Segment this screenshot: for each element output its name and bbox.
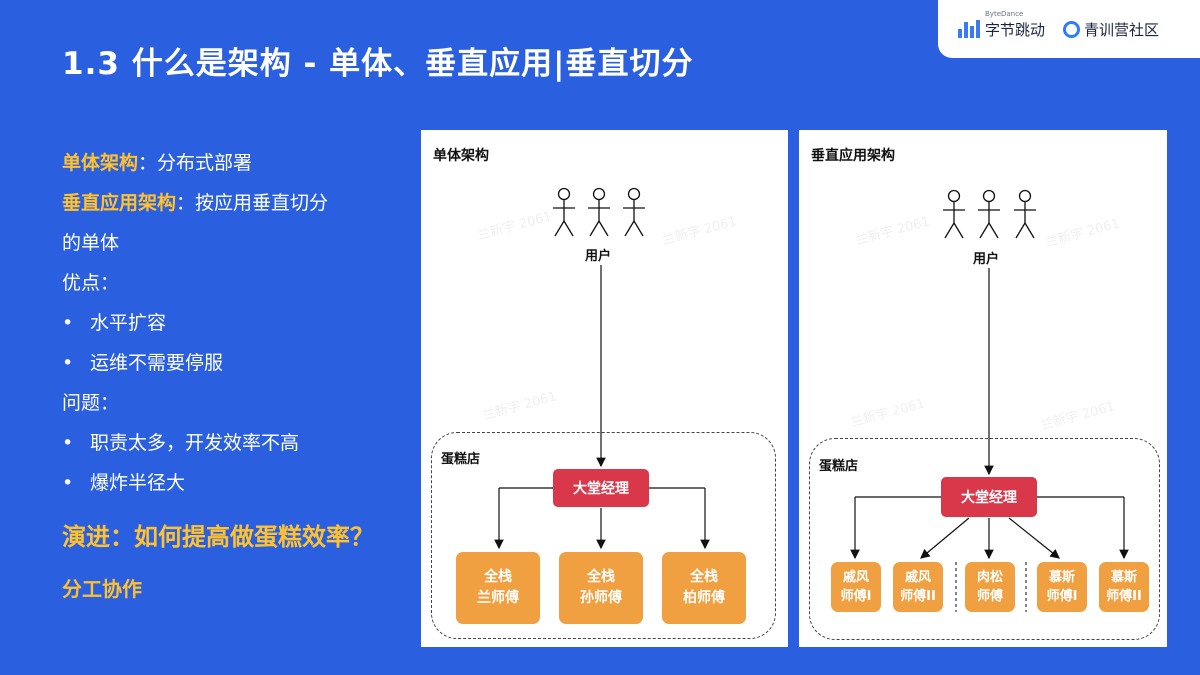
chef-box: 全栈柏师傅 xyxy=(662,552,746,624)
chef-box: 肉松师傅 xyxy=(965,562,1015,612)
vertical-definition: 垂直应用架构：按应用垂直切分 xyxy=(62,183,412,223)
pro-text: 运维不需要停服 xyxy=(90,352,224,374)
division-of-labor: 分工协作 xyxy=(62,577,142,601)
chef-box: 全栈兰师傅 xyxy=(456,552,540,624)
vertical-app-diagram: 垂直应用架构 用户 蛋糕店 大堂经理 戚风师傅I 戚风师傅II 肉松师傅 慕斯师… xyxy=(799,130,1167,647)
mono-definition: 单体架构：分布式部署 xyxy=(62,143,412,183)
mono-text: ：分布式部署 xyxy=(138,152,253,174)
chef-name: 柏师傅 xyxy=(683,590,725,606)
vertical-definition-cont: 的单体 xyxy=(62,232,120,254)
con-text: 职责太多，开发效率不高 xyxy=(90,432,300,454)
group-separators xyxy=(955,562,1027,612)
brand-name-text: 字节跳动 xyxy=(985,20,1046,39)
pro-item: • 水平扩容 xyxy=(62,303,412,343)
cons-heading: 问题： xyxy=(62,392,120,414)
slide-title: 1.3 什么是架构 - 单体、垂直应用|垂直切分 xyxy=(62,46,694,82)
chef-name: 孙师傅 xyxy=(580,590,622,606)
user-stick-figures-icon xyxy=(943,189,1036,239)
chef-role: 戚风 xyxy=(904,570,931,585)
pro-item: • 运维不需要停服 xyxy=(62,343,412,383)
con-text: 爆炸半径大 xyxy=(90,472,186,494)
chef-role: 全栈 xyxy=(587,569,615,585)
vertical-connectors xyxy=(850,189,1129,612)
con-item: • 爆炸半径大 xyxy=(62,463,412,503)
cake-shop-boundary xyxy=(809,438,1160,640)
brand-logo-bar: ByteDance 字节跳动 青训营社区 xyxy=(938,0,1200,58)
lobby-manager-box: 大堂经理 xyxy=(941,477,1037,517)
pro-text: 水平扩容 xyxy=(90,312,167,334)
lobby-manager-box: 大堂经理 xyxy=(553,469,649,507)
cake-shop-label: 蛋糕店 xyxy=(441,452,481,467)
chef-role: 慕斯 xyxy=(1110,570,1137,585)
chef-name: 师傅I xyxy=(840,589,872,604)
con-item: • 职责太多，开发效率不高 xyxy=(62,423,412,463)
user-stick-figures-icon xyxy=(553,187,645,237)
bullet-icon: • xyxy=(62,432,74,454)
chef-name: 师傅II xyxy=(1106,589,1142,604)
community-logo-icon xyxy=(1063,20,1081,38)
chef-name: 师傅 xyxy=(976,589,1003,604)
bullet-icon: • xyxy=(62,352,74,374)
left-text-panel: 单体架构：分布式部署 垂直应用架构：按应用垂直切分 的单体 优点： •水平扩容 … xyxy=(62,143,412,602)
chef-role: 全栈 xyxy=(690,569,718,585)
evolve-question: 演进：如何提高做蛋糕效率？ xyxy=(62,523,374,551)
chef-role: 肉松 xyxy=(976,570,1003,585)
pros-heading: 优点： xyxy=(62,272,120,294)
chef-box: 戚风师傅I xyxy=(831,562,881,612)
chef-name: 师傅I xyxy=(1046,589,1078,604)
vertical-text: ：按应用垂直切分 xyxy=(176,192,329,214)
mono-label: 单体架构 xyxy=(62,152,139,174)
brand-name: ByteDance 字节跳动 xyxy=(985,10,1046,40)
bullet-icon: • xyxy=(62,312,74,334)
chef-role: 全栈 xyxy=(484,569,512,585)
monolithic-connectors xyxy=(494,187,710,550)
cake-shop-label: 蛋糕店 xyxy=(819,459,859,474)
chef-name: 师傅II xyxy=(900,589,936,604)
diagram-title: 垂直应用架构 xyxy=(811,148,895,164)
user-label: 用户 xyxy=(973,252,1000,267)
chef-box: 全栈孙师傅 xyxy=(559,552,643,624)
brand-small: ByteDance xyxy=(985,9,1024,18)
community-name: 青训营社区 xyxy=(1084,20,1160,39)
chef-name: 兰师傅 xyxy=(477,590,519,606)
bytedance-logo-icon xyxy=(958,20,980,38)
chef-box: 慕斯师傅II xyxy=(1099,562,1149,612)
chef-role: 戚风 xyxy=(842,570,869,585)
chef-box: 戚风师傅II xyxy=(893,562,943,612)
user-label: 用户 xyxy=(585,249,612,264)
cake-shop-boundary xyxy=(431,432,776,639)
diagram-title: 单体架构 xyxy=(433,148,489,164)
chef-box: 慕斯师傅I xyxy=(1037,562,1087,612)
vertical-label: 垂直应用架构 xyxy=(62,192,177,214)
bullet-icon: • xyxy=(62,472,74,494)
chef-role: 慕斯 xyxy=(1048,570,1075,585)
monolithic-diagram: 单体架构 用户 蛋糕店 大堂经理 全栈兰师傅 全栈孙师傅 全栈柏师傅 兰新宇 2… xyxy=(421,130,788,647)
